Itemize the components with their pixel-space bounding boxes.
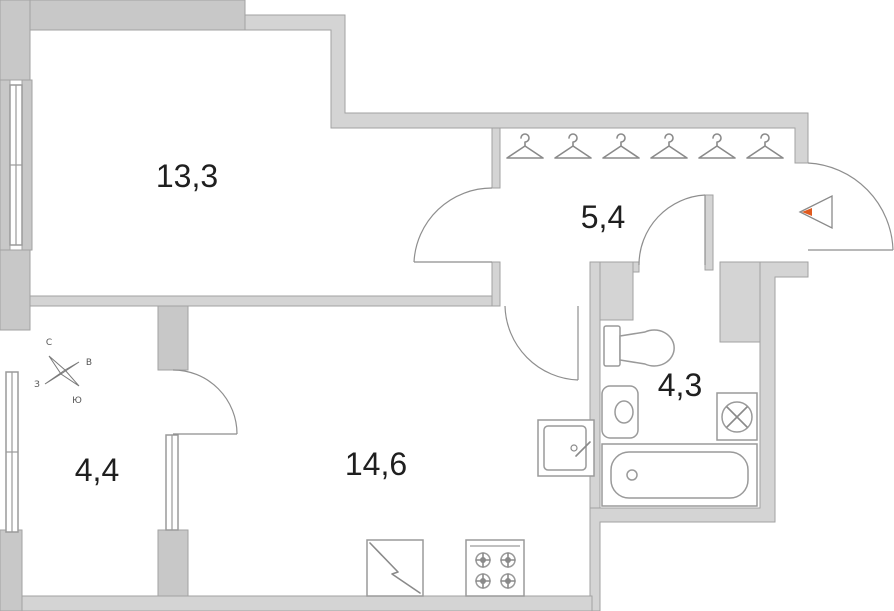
walls (0, 0, 809, 611)
compass-east: В (86, 358, 92, 368)
fridge-icon (366, 539, 424, 597)
compass-west: З (34, 380, 40, 390)
room-area-hall: 5,4 (581, 199, 625, 235)
entrance-arrow-icon (798, 194, 833, 230)
doors (172, 162, 894, 435)
compass-south: Ю (72, 396, 82, 406)
hanger-icon (602, 133, 640, 159)
room-area-balcony: 4,4 (75, 452, 119, 488)
hanger-icon (698, 133, 736, 159)
kitchen-sink-icon (537, 419, 595, 477)
hanger-icon (506, 133, 544, 159)
compass-icon: С В Ю З (34, 338, 92, 406)
washing-machine-icon (716, 392, 758, 441)
stove-icon (465, 539, 525, 597)
toilet-icon (603, 325, 675, 367)
hanger-icon (746, 133, 784, 159)
room-area-bedroom: 13,3 (156, 158, 218, 194)
hanger-icon (554, 133, 592, 159)
compass-north: С (46, 338, 52, 348)
hanger-icon (650, 133, 688, 159)
room-area-living: 14,6 (345, 446, 407, 482)
bathtub-icon (601, 443, 758, 507)
entrance-marker (802, 208, 812, 216)
hangers (506, 133, 784, 159)
windows (5, 84, 179, 533)
room-area-bathroom: 4,3 (658, 367, 702, 403)
sink-icon (601, 385, 639, 439)
